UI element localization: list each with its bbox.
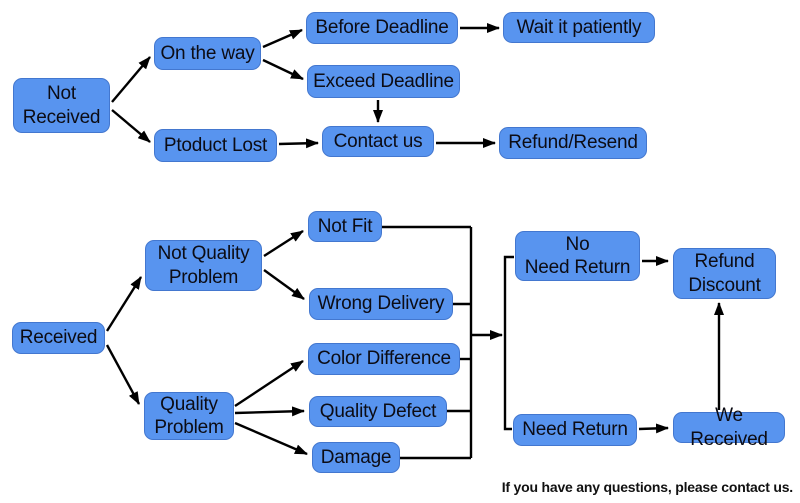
flow-node-no-need-return: No Need Return <box>515 231 640 281</box>
flow-node-wait-it-patiently: Wait it patiently <box>503 12 655 43</box>
edge-not-quality-problem-to-wrong-delivery <box>263 269 305 300</box>
edge-branch-bracket <box>503 255 514 431</box>
edge-quality-problem-to-color-difference <box>234 359 304 408</box>
edge-quality-problem-to-quality-defect <box>234 406 305 417</box>
flow-node-on-the-way: On the way <box>154 37 261 70</box>
flow-node-exceed-deadline: Exceed Deadline <box>307 65 460 98</box>
flow-node-not-received: Not Received <box>13 78 110 133</box>
edge-received-to-quality-problem <box>105 344 141 405</box>
flow-node-ptoduct-lost: Ptoduct Lost <box>154 129 277 162</box>
edge-not-received-to-on-the-way <box>111 56 151 103</box>
flow-node-not-quality-problem: Not Quality Problem <box>145 240 262 291</box>
flow-node-need-return: Need Return <box>513 414 637 446</box>
edge-received-to-not-quality-problem <box>105 276 143 332</box>
flow-node-received: Received <box>12 322 105 354</box>
flow-node-color-difference: Color Difference <box>308 343 460 375</box>
flow-node-quality-problem: Quality Problem <box>144 392 234 440</box>
flow-node-we-received: We Received <box>673 405 785 450</box>
edge-not-quality-problem-to-not-fit <box>263 229 304 258</box>
edge-not-received-to-ptoduct-lost <box>111 109 151 143</box>
footer-contact-note: If you have any questions, please contac… <box>501 479 794 495</box>
flow-node-before-deadline: Before Deadline <box>306 12 458 44</box>
edge-ptoduct-lost-to-contact-us <box>278 138 319 149</box>
edge-need-return-to-we-received <box>638 423 669 434</box>
flow-node-damage: Damage <box>312 442 400 473</box>
flow-node-refund-discount: Refund Discount <box>673 248 776 299</box>
flow-node-quality-defect: Quality Defect <box>309 396 447 427</box>
flow-node-contact-us: Contact us <box>322 126 434 157</box>
flow-node-wrong-delivery: Wrong Delivery <box>309 288 453 320</box>
edge-on-the-way-to-exceed-deadline <box>262 58 304 81</box>
flow-node-not-fit: Not Fit <box>308 211 382 242</box>
edge-on-the-way-to-before-deadline <box>262 28 303 49</box>
edge-quality-problem-to-damage <box>234 421 308 456</box>
flow-node-refund-resend: Refund/Resend <box>499 127 647 159</box>
